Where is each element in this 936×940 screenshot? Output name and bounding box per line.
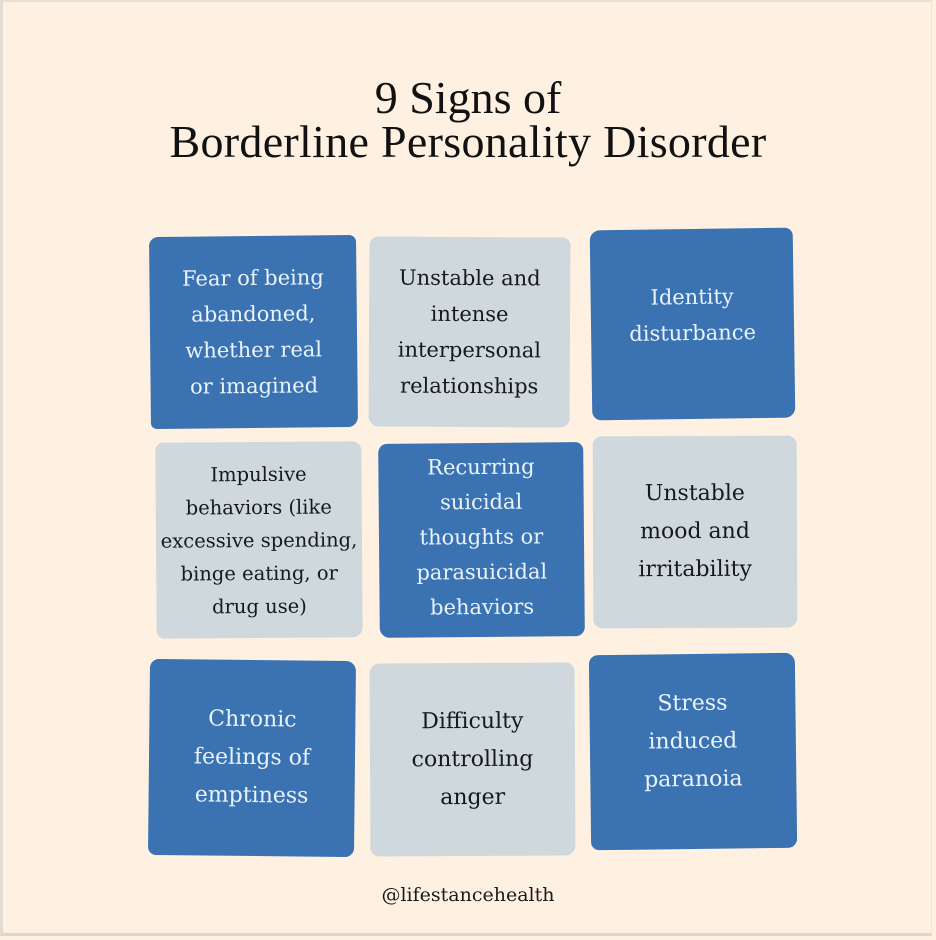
- title-line-2: Borderline Personality Disorder: [169, 116, 767, 167]
- sign-tile-stress-paranoia: Stress induced paranoia: [588, 652, 798, 851]
- sign-tile-unstable-relationships: Unstable and intense interpersonal relat…: [368, 236, 571, 428]
- sign-tile-fear-of-abandonment: Fear of being abandoned, whether real or…: [149, 234, 358, 430]
- sign-tile-identity-disturbance: Identity disturbance: [589, 227, 796, 421]
- title-line-1: 9 Signs of: [374, 72, 562, 123]
- sign-tile-suicidal-thoughts: Recurring suicidal thoughts or parasuici…: [378, 442, 585, 638]
- sign-tile-anger-control: Difficulty controlling anger: [369, 662, 576, 857]
- sign-tile-chronic-emptiness: Chronic feelings of emptiness: [147, 658, 357, 858]
- page-title: 9 Signs of Borderline Personality Disord…: [0, 72, 936, 167]
- sign-tile-unstable-mood: Unstable mood and irritability: [592, 435, 798, 629]
- social-handle: @lifestancehealth: [381, 884, 555, 906]
- sign-tile-impulsive-behaviors: Impulsive behaviors (like excessive spen…: [155, 441, 363, 639]
